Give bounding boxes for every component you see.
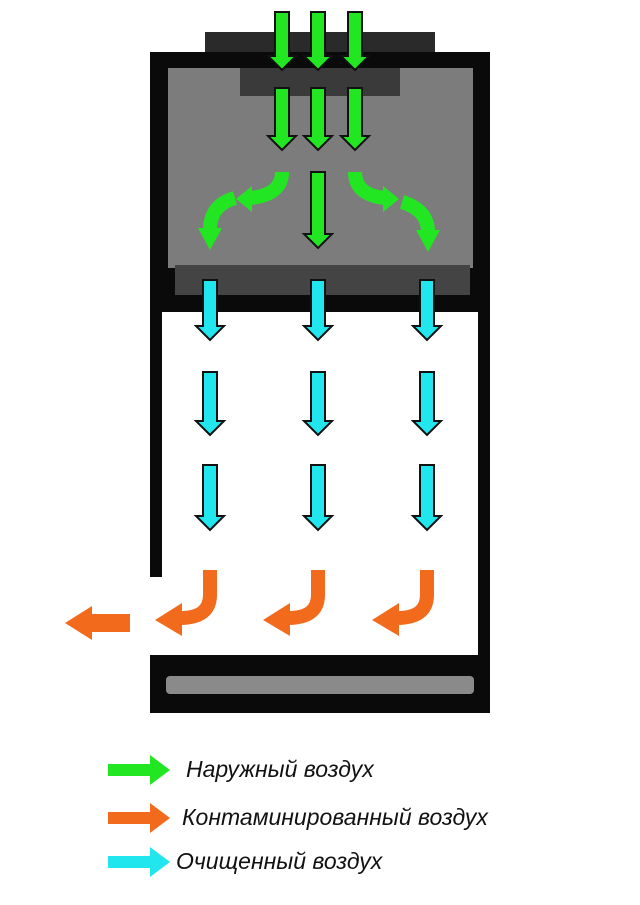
contaminated-air-arrow [287,570,325,625]
outside-air-arrow [301,87,335,152]
outside-air-arrow [338,87,372,152]
outside-air-arrow [338,11,372,72]
outside-air-arrow [301,171,335,250]
outside-air-curve-arrow [203,191,238,231]
clean-air-arrow [301,464,335,532]
contaminated-air-arrow-head [372,603,399,636]
outside-air-curve-arrow-head [198,228,222,250]
clean-air-arrow [301,279,335,342]
clean-air-arrow [193,464,227,532]
contaminated-air-arrow-head [263,603,290,636]
left-wall [150,305,162,577]
clean-air-arrow [193,279,227,342]
clean-air-arrow [301,371,335,437]
contaminated-air-arrow-head [155,603,182,636]
contaminated-air-arrow [396,570,434,625]
outside-air-curve-arrow [399,195,435,233]
outside-air-curve-arrow-head [416,230,440,252]
base-bar [166,676,474,694]
right-wall [478,300,490,660]
outside-air-curve-arrow-head [236,186,252,212]
clean-air-arrow [193,371,227,437]
contaminated-air-arrow [179,570,217,625]
contaminated-air-exit-arrow [65,606,130,640]
clean-air-arrow [410,279,444,342]
clean-air-arrow [410,464,444,532]
legend-clean-air: Очищенный воздух [176,848,383,874]
outside-air-curve-arrow [348,171,386,205]
outside-air-curve-arrow [249,171,289,205]
legend-contaminated-air: Контаминированный воздух [182,804,488,830]
outside-air-curve-arrow-head [383,186,399,212]
legend-outside-air: Наружный воздух [186,756,374,782]
outside-air-arrow [301,11,335,72]
outside-air-arrow [265,11,299,72]
outside-air-arrow [265,87,299,152]
clean-air-arrow [410,371,444,437]
